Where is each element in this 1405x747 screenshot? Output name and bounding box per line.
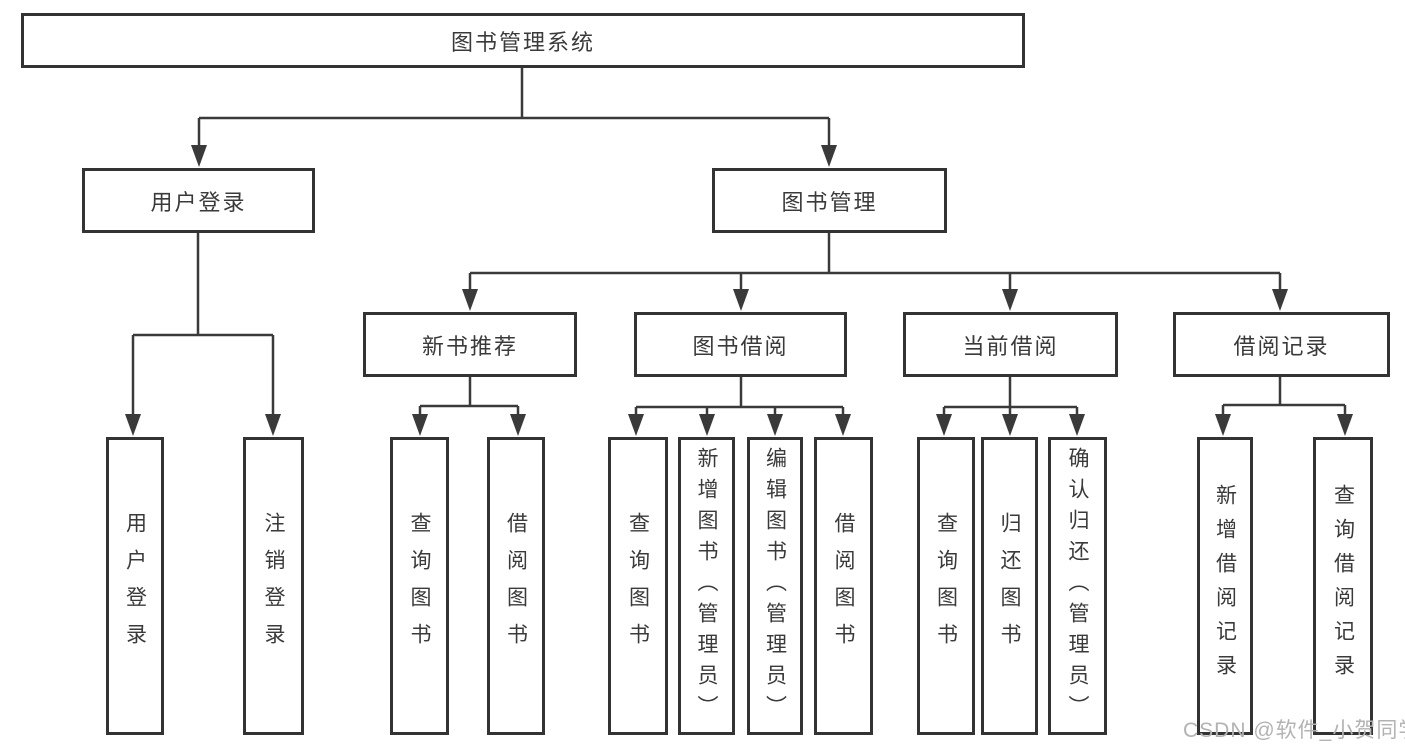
leaf-edit-books-admin: 编辑图书（管理员） bbox=[747, 437, 803, 735]
node-book-management-label: 图书管理 bbox=[781, 189, 878, 215]
leaf-confirm-return-admin: 确认归还（管理员） bbox=[1048, 437, 1107, 735]
leaf-user-login: 用户登录 bbox=[106, 437, 164, 735]
leaf-query-books-current: 查询图书 bbox=[917, 437, 975, 735]
leaf-borrow-books: 借阅图书 bbox=[814, 437, 873, 735]
leaf-query-books-recommend-label: 查询图书 bbox=[408, 512, 431, 660]
leaf-return-books: 归还图书 bbox=[981, 437, 1038, 735]
leaf-query-books-borrow: 查询图书 bbox=[608, 437, 668, 735]
leaf-query-books-current-label: 查询图书 bbox=[934, 512, 958, 660]
node-book-borrow-label: 图书借阅 bbox=[692, 333, 789, 359]
node-root-label: 图书管理系统 bbox=[450, 29, 595, 55]
leaf-query-borrow-record: 查询借阅记录 bbox=[1313, 437, 1373, 735]
node-book-management: 图书管理 bbox=[712, 168, 947, 233]
node-current-borrow: 当前借阅 bbox=[903, 312, 1118, 377]
leaf-add-books-admin: 新增图书（管理员） bbox=[678, 437, 735, 735]
leaf-query-books-borrow-label: 查询图书 bbox=[626, 512, 650, 660]
leaf-user-login-label: 用户登录 bbox=[123, 512, 147, 660]
node-borrow-records-label: 借阅记录 bbox=[1233, 333, 1330, 359]
leaf-borrow-books-recommend-label: 借阅图书 bbox=[504, 512, 528, 660]
watermark-text: CSDN @软件_小贺同学 bbox=[1183, 719, 1405, 742]
node-root: 图书管理系统 bbox=[21, 13, 1025, 68]
leaf-return-books-label: 归还图书 bbox=[998, 512, 1021, 660]
node-new-book-recommend-label: 新书推荐 bbox=[421, 333, 518, 359]
leaf-add-borrow-record: 新增借阅记录 bbox=[1197, 437, 1253, 735]
node-book-borrow: 图书借阅 bbox=[634, 312, 847, 377]
node-current-borrow-label: 当前借阅 bbox=[962, 333, 1059, 359]
leaf-logout: 注销登录 bbox=[243, 437, 304, 735]
leaf-query-borrow-record-label: 查询借阅记录 bbox=[1331, 484, 1355, 688]
node-user-login: 用户登录 bbox=[82, 168, 315, 233]
node-new-book-recommend: 新书推荐 bbox=[363, 312, 577, 377]
leaf-confirm-return-admin-label: 确认归还（管理员） bbox=[1066, 446, 1089, 726]
arrowheads bbox=[125, 145, 1353, 436]
leaf-query-books-recommend: 查询图书 bbox=[390, 437, 449, 735]
leaf-borrow-books-label: 借阅图书 bbox=[832, 512, 855, 660]
leaf-add-books-admin-label: 新增图书（管理员） bbox=[695, 446, 718, 726]
node-user-login-label: 用户登录 bbox=[150, 189, 247, 215]
leaf-borrow-books-recommend: 借阅图书 bbox=[487, 437, 545, 735]
leaf-logout-label: 注销登录 bbox=[262, 512, 285, 660]
leaf-add-borrow-record-label: 新增借阅记录 bbox=[1213, 484, 1237, 688]
leaf-edit-books-admin-label: 编辑图书（管理员） bbox=[763, 446, 787, 726]
node-borrow-records: 借阅记录 bbox=[1173, 312, 1390, 377]
